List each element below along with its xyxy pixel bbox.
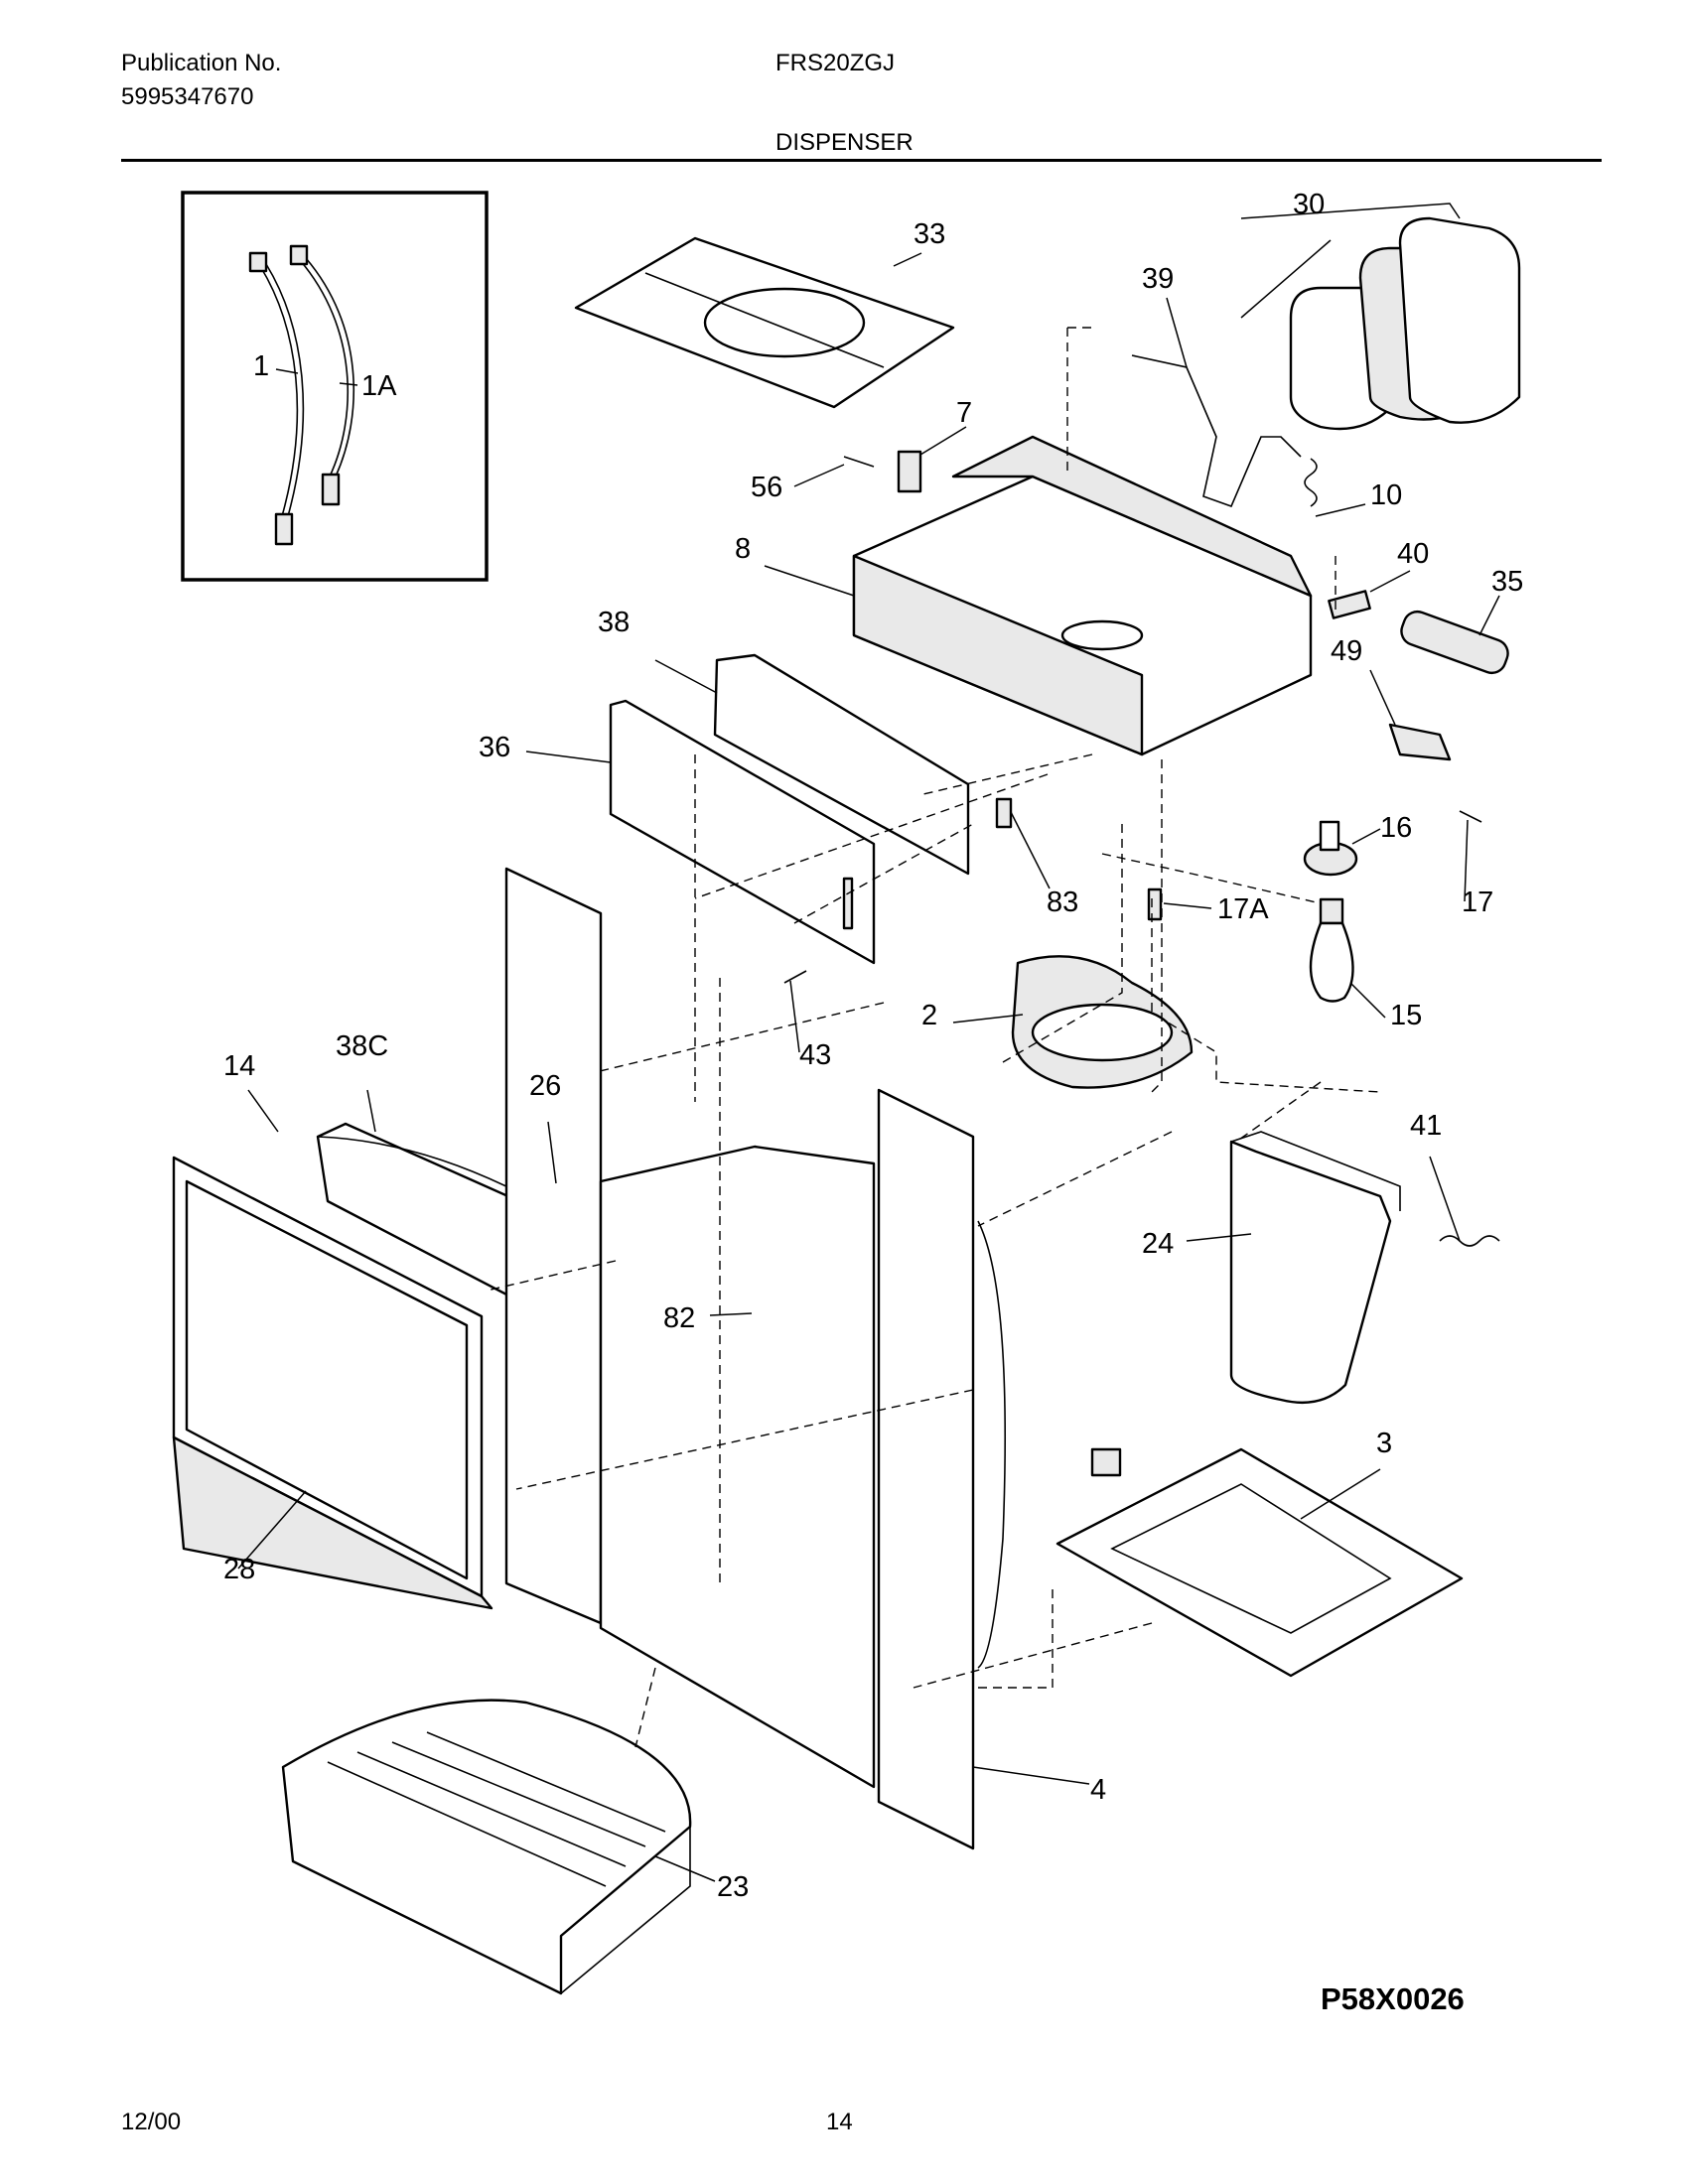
label-17a: 17A — [1217, 893, 1269, 925]
label-8: 8 — [735, 533, 751, 565]
label-14: 14 — [223, 1050, 255, 1082]
label-26: 26 — [529, 1070, 561, 1102]
water-hose-1 — [248, 251, 305, 546]
part-14-display-glass — [185, 1179, 469, 1580]
part-2-ring — [1011, 955, 1194, 1089]
part-labels: 1 1A 33 30 39 7 56 8 10 40 35 49 38 36 1… — [223, 189, 1523, 1903]
leader-lines — [237, 203, 1500, 1882]
label-24: 24 — [1142, 1228, 1174, 1260]
part-35-solenoid — [1400, 610, 1509, 675]
part-10-spring — [1304, 458, 1318, 507]
part-30-door-assembly — [1289, 216, 1521, 431]
label-39: 39 — [1142, 263, 1174, 295]
label-40: 40 — [1397, 538, 1429, 570]
part-17a-screw — [1147, 887, 1163, 921]
part-36-panel — [609, 699, 876, 965]
publication-number: 5995347670 — [121, 83, 254, 110]
part-3-heater — [1055, 1447, 1464, 1678]
label-10: 10 — [1370, 479, 1402, 511]
part-40-plunger — [1328, 590, 1371, 619]
part-83-spacer — [995, 797, 1013, 829]
footer-date: 12/00 — [121, 2109, 182, 2135]
part-49-bracket — [1388, 723, 1452, 761]
section-title: DISPENSER — [775, 129, 914, 156]
part-56-screw — [843, 456, 875, 468]
label-30: 30 — [1293, 189, 1325, 220]
part-39-actuator-rod — [1131, 354, 1302, 508]
label-28: 28 — [223, 1554, 255, 1585]
label-1: 1 — [253, 350, 269, 382]
part-7-bracket — [897, 450, 922, 493]
label-33: 33 — [914, 218, 945, 250]
header-rule — [121, 159, 1602, 162]
part-16-socket — [1303, 820, 1358, 877]
inset-box — [181, 191, 489, 582]
label-41: 41 — [1410, 1110, 1442, 1142]
label-38c: 38C — [336, 1030, 388, 1062]
label-56: 56 — [751, 472, 782, 503]
diagram-code: P58X0026 — [1321, 1981, 1465, 2016]
part-4-housing — [504, 867, 1007, 1850]
part-43-screw — [783, 970, 807, 984]
part-23-drip-tray — [281, 1699, 692, 1995]
label-82: 82 — [663, 1302, 695, 1334]
part-41-spring — [1439, 1235, 1500, 1247]
label-17: 17 — [1462, 887, 1493, 918]
label-2: 2 — [921, 1000, 937, 1031]
label-36: 36 — [479, 732, 510, 763]
label-16: 16 — [1380, 812, 1412, 844]
label-7: 7 — [956, 397, 972, 429]
label-15: 15 — [1390, 1000, 1422, 1031]
label-43: 43 — [799, 1039, 831, 1071]
label-35: 35 — [1491, 566, 1523, 598]
part-15-bulb — [1309, 897, 1354, 1003]
part-33-cover — [574, 236, 955, 409]
water-hose-1a — [289, 244, 354, 506]
alignment-lines — [486, 327, 1381, 1748]
label-23: 23 — [717, 1871, 749, 1903]
publication-label: Publication No. — [121, 50, 282, 76]
part-8-housing — [852, 435, 1313, 756]
label-4: 4 — [1090, 1774, 1106, 1806]
label-83: 83 — [1047, 887, 1078, 918]
part-38-control-board — [713, 653, 970, 876]
label-49: 49 — [1331, 635, 1362, 667]
part-17-screw — [1459, 810, 1482, 823]
label-3: 3 — [1376, 1428, 1392, 1459]
page-number: 14 — [826, 2109, 853, 2135]
part-24-arm — [1229, 1131, 1401, 1404]
model-number: FRS20ZGJ — [775, 50, 896, 76]
label-38: 38 — [598, 607, 630, 638]
label-1a: 1A — [361, 370, 397, 402]
